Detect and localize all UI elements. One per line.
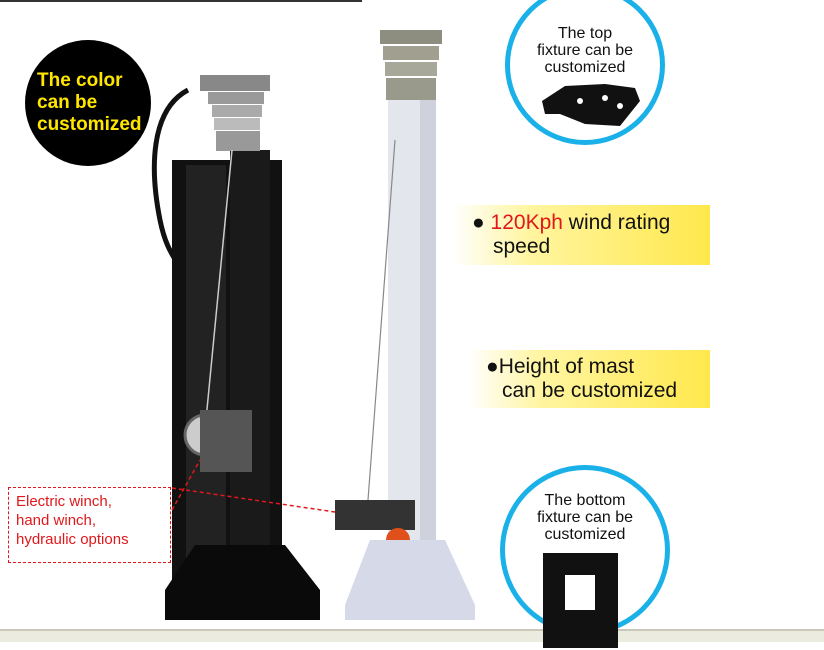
bottom-fixture-plate-icon [543, 553, 618, 648]
height-banner: ●Height of mast can be customized [468, 350, 710, 408]
top-rule [0, 0, 362, 2]
bottom-bar [0, 629, 824, 642]
bottom-fixture-line: The bottom [544, 492, 626, 509]
top-fixture-text: The top fixture can be customized [510, 25, 660, 76]
winch-pointer-line [171, 459, 336, 513]
top-fixture-plate-icon [542, 84, 640, 126]
top-fixture-line: The top [557, 25, 613, 42]
wind-rating-banner: ● 120Kph wind rating speed [452, 205, 710, 265]
top-fixture-callout: The top fixture can be customized [505, 0, 665, 145]
bottom-fixture-text: The bottom fixture can be customized [505, 492, 665, 543]
color-customized-badge: The color can be customized [25, 40, 151, 166]
winch-line: hydraulic options [16, 531, 129, 548]
height-text: Height of mast [498, 355, 635, 378]
winch-options-label: Electric winch, hand winch, hydraulic op… [8, 487, 171, 563]
white-mast [335, 30, 475, 620]
black-mast [151, 75, 320, 620]
winch-line: hand winch, [16, 512, 97, 529]
wind-speed-value: 120Kph [490, 211, 563, 234]
top-fixture-line: customized [544, 59, 626, 76]
bottom-fixture-line: customized [544, 526, 626, 543]
bottom-fixture-line: fixture can be [536, 509, 634, 526]
winch-line: Electric winch, [16, 493, 112, 510]
wind-rating-text: wind rating [562, 211, 671, 234]
height-line1: ●Height of mast [486, 355, 635, 378]
bottom-fixture-callout: The bottom fixture can be customized [500, 465, 670, 648]
top-fixture-line: fixture can be [536, 42, 634, 59]
color-badge-text: The color can be customized [37, 70, 142, 135]
height-line2: can be customized [502, 379, 678, 402]
wind-rating-line2: speed [493, 235, 551, 258]
wind-rating-line1: ● 120Kph wind rating [472, 211, 671, 234]
